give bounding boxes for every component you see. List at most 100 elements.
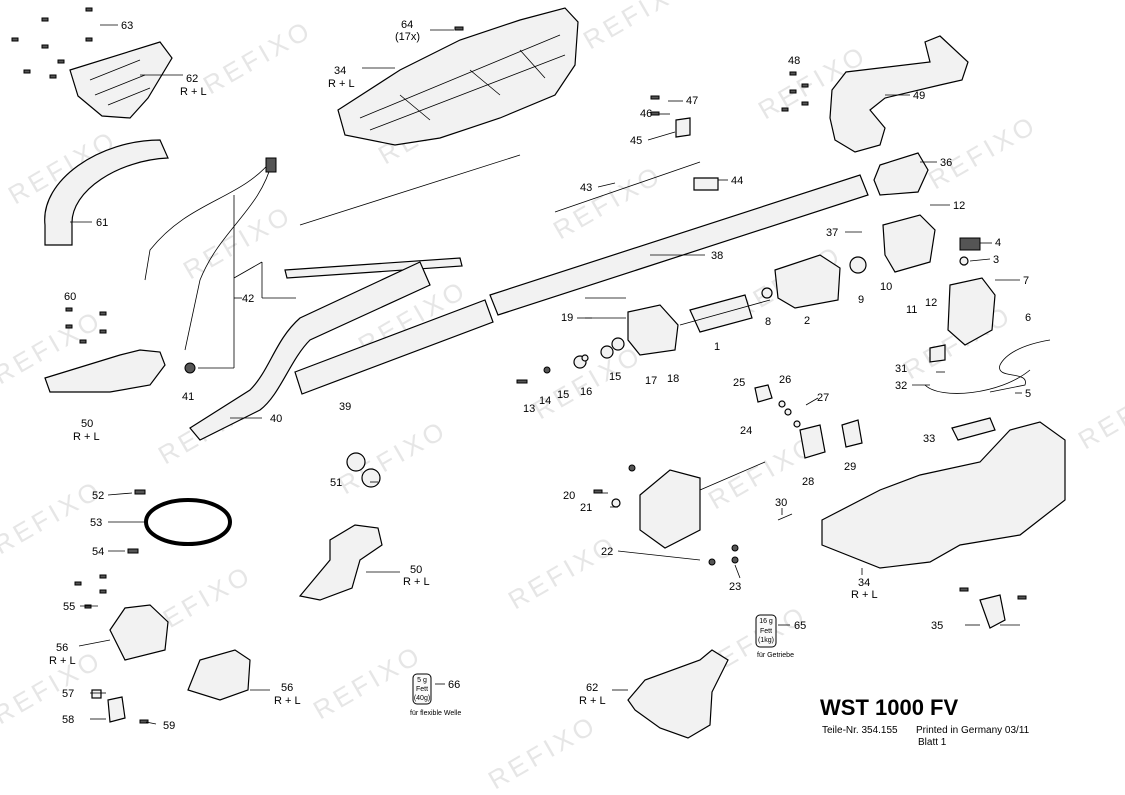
clip-44 bbox=[693, 177, 719, 191]
nut-20 bbox=[628, 464, 636, 472]
callout-49: 49 bbox=[913, 90, 925, 102]
grease-65-label: Fett bbox=[760, 628, 772, 635]
callout-14: 14 bbox=[539, 395, 551, 407]
sleeve-25 bbox=[754, 384, 773, 403]
title-block: WST 1000 FV Teile-Nr. 354.155 Printed in… bbox=[820, 695, 1030, 748]
inner-shaft bbox=[299, 154, 521, 226]
callout-62b: 62 bbox=[586, 682, 598, 694]
screw-60 bbox=[65, 307, 73, 312]
callout-23: 23 bbox=[729, 581, 741, 593]
watermark: REFIXO bbox=[483, 709, 603, 795]
callout-30: 30 bbox=[775, 497, 787, 509]
cover-7 bbox=[947, 277, 996, 346]
switch-4 bbox=[959, 237, 981, 251]
callout-50a-side: R + L bbox=[73, 431, 100, 443]
leader-lines bbox=[70, 24, 1022, 725]
screw-48 bbox=[801, 83, 809, 88]
washer-21 bbox=[611, 498, 621, 508]
callout-66: 66 bbox=[448, 679, 460, 691]
callout-27: 27 bbox=[817, 392, 829, 404]
callout-18: 18 bbox=[667, 373, 679, 385]
grease-tub-66: 5 g Fett (40g) bbox=[412, 673, 432, 705]
cover-56b bbox=[187, 649, 251, 701]
callout-16: 16 bbox=[580, 386, 592, 398]
wire-43 bbox=[554, 161, 701, 213]
callout-5: 5 bbox=[1025, 388, 1031, 400]
callout-53: 53 bbox=[90, 517, 102, 529]
callout-15a: 15 bbox=[609, 371, 621, 383]
callout-19: 19 bbox=[561, 312, 573, 324]
gear-housing-18 bbox=[627, 304, 679, 356]
screw-13 bbox=[516, 379, 528, 384]
bent-tube-40 bbox=[189, 261, 431, 441]
grease-66-weight: 5 g bbox=[417, 677, 427, 684]
washer-16 bbox=[611, 337, 625, 351]
handle-shell-62b bbox=[627, 649, 729, 739]
ring-51 bbox=[361, 468, 381, 488]
part-57 bbox=[91, 689, 102, 699]
callout-41: 41 bbox=[182, 391, 194, 403]
callout-labels: 63 64 (17x) 34 R + L 62 R + L 48 49 47 4… bbox=[49, 19, 1031, 732]
screw-59 bbox=[139, 719, 149, 724]
tube-39 bbox=[294, 299, 494, 395]
callout-7: 7 bbox=[1023, 275, 1029, 287]
callout-60: 60 bbox=[64, 291, 76, 303]
callout-63: 63 bbox=[121, 20, 133, 32]
part-3 bbox=[959, 256, 969, 266]
screw-48 bbox=[781, 107, 789, 112]
part-number: Teile-Nr. 354.155 bbox=[822, 725, 898, 736]
end-shield-10 bbox=[882, 214, 936, 273]
grease-66-label: Fett bbox=[416, 686, 428, 693]
cable-6 bbox=[989, 339, 1051, 393]
cable-5 bbox=[924, 369, 1031, 394]
callout-59: 59 bbox=[163, 720, 175, 732]
callout-64-qty: (17x) bbox=[395, 31, 420, 43]
bushing-29 bbox=[841, 419, 863, 448]
shaft-end bbox=[265, 157, 277, 173]
callout-55: 55 bbox=[63, 601, 75, 613]
cover-33 bbox=[951, 417, 996, 441]
washer-26 bbox=[784, 408, 792, 416]
callout-12b: 12 bbox=[925, 297, 937, 309]
ring-27 bbox=[793, 420, 801, 428]
screw-group-63 bbox=[11, 7, 93, 79]
screw-52 bbox=[134, 489, 146, 495]
callout-43: 43 bbox=[580, 182, 592, 194]
washer-15 bbox=[600, 345, 614, 359]
callout-52: 52 bbox=[92, 490, 104, 502]
callout-51: 51 bbox=[330, 477, 342, 489]
callout-26: 26 bbox=[779, 374, 791, 386]
callout-4: 4 bbox=[995, 237, 1001, 249]
callout-28: 28 bbox=[802, 476, 814, 488]
cap-36 bbox=[873, 152, 929, 196]
callout-24: 24 bbox=[740, 425, 752, 437]
callout-42: 42 bbox=[242, 293, 254, 305]
callout-44: 44 bbox=[731, 175, 743, 187]
tube-42 bbox=[284, 257, 463, 279]
watermark: REFIXO bbox=[503, 529, 623, 615]
callout-15b: 15 bbox=[557, 389, 569, 401]
callout-10: 10 bbox=[880, 281, 892, 293]
callout-8: 8 bbox=[765, 316, 771, 328]
callout-1: 1 bbox=[714, 341, 720, 353]
lever-35 bbox=[979, 594, 1006, 629]
washer-26 bbox=[778, 400, 786, 408]
callout-62-side: R + L bbox=[180, 86, 207, 98]
callout-39: 39 bbox=[339, 401, 351, 413]
callout-3: 3 bbox=[993, 254, 999, 266]
clip-31 bbox=[929, 344, 946, 363]
callout-47: 47 bbox=[686, 95, 698, 107]
callout-64: 64 bbox=[401, 19, 413, 31]
handle-shell-62 bbox=[69, 41, 173, 119]
nut-23 bbox=[731, 556, 739, 564]
watermark: REFIXO bbox=[528, 339, 648, 425]
callout-12a: 12 bbox=[953, 200, 965, 212]
pin-30 bbox=[777, 513, 793, 521]
screw-54 bbox=[127, 548, 139, 554]
callout-61: 61 bbox=[96, 217, 108, 229]
screw-60 bbox=[99, 311, 107, 316]
callout-58: 58 bbox=[62, 714, 74, 726]
callout-25: 25 bbox=[733, 377, 745, 389]
grease-65-note: für Getriebe bbox=[757, 652, 794, 659]
watermark: REFIXO bbox=[178, 199, 298, 285]
